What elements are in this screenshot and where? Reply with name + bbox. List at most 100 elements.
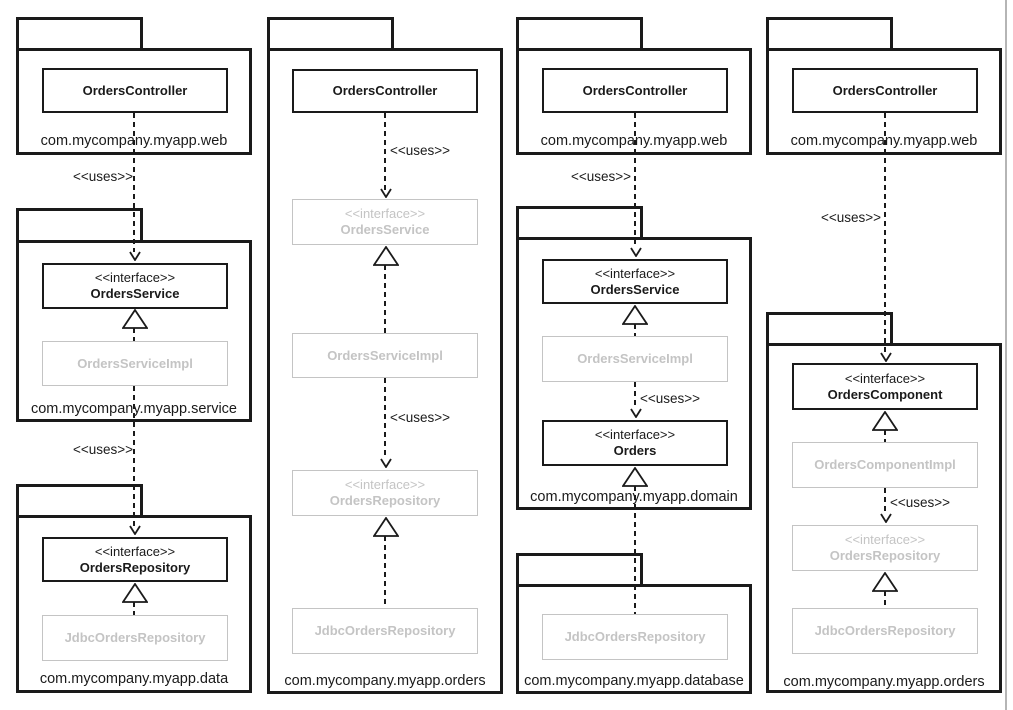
package-tab xyxy=(267,17,394,48)
interface-ordersservice: <<interface>> OrdersService xyxy=(292,199,478,245)
class-jdbcordersrepository: JdbcOrdersRepository xyxy=(542,614,728,660)
package-tab xyxy=(16,484,143,515)
class-name: JdbcOrdersRepository xyxy=(64,630,206,645)
package-tab xyxy=(766,312,893,343)
package-tab xyxy=(516,17,643,48)
interface-stereotype: <<interface>> xyxy=(844,532,926,547)
package-label: com.mycompany.myapp.database xyxy=(524,673,744,689)
interface-stereotype: <<interface>> xyxy=(344,477,426,492)
realization-dashed-line xyxy=(634,486,636,614)
package-tab xyxy=(516,553,643,584)
realization-dashed-line xyxy=(133,328,135,341)
interface-ordersservice: <<interface>> OrdersService xyxy=(42,263,228,309)
dependency-dashed-line xyxy=(384,113,386,190)
class-name: OrdersService xyxy=(590,281,680,297)
realization-triangle-icon xyxy=(872,572,898,592)
package-label: com.mycompany.myapp.orders xyxy=(284,673,486,689)
open-arrow-icon xyxy=(880,513,892,523)
realization-dashed-line xyxy=(634,324,636,336)
class-name: OrdersService xyxy=(90,286,180,301)
class-ordersserviceimpl: OrdersServiceImpl xyxy=(542,336,728,382)
class-name: OrdersController xyxy=(582,82,688,98)
realization-triangle-icon xyxy=(622,467,648,487)
package-label: com.mycompany.myapp.orders xyxy=(783,674,985,690)
interface-ordersservice: <<interface>> OrdersService xyxy=(542,259,728,304)
open-arrow-icon xyxy=(880,352,892,362)
interface-stereotype: <<interface>> xyxy=(94,270,176,285)
open-arrow-icon xyxy=(630,247,642,257)
open-arrow-icon xyxy=(129,251,141,261)
class-name: OrdersController xyxy=(332,83,438,98)
open-arrow-icon xyxy=(380,458,392,468)
interface-stereotype: <<interface>> xyxy=(94,543,176,559)
class-name: OrdersRepository xyxy=(829,548,941,563)
open-arrow-icon xyxy=(129,525,141,535)
class-ordersserviceimpl: OrdersServiceImpl xyxy=(292,333,478,378)
realization-triangle-icon xyxy=(122,309,148,329)
class-name: OrdersRepository xyxy=(79,559,191,575)
realization-dashed-line xyxy=(133,602,135,615)
interface-ordersrepository: <<interface>> OrdersRepository xyxy=(292,470,478,516)
interface-orderscomponent: <<interface>> OrdersComponent xyxy=(792,363,978,410)
interface-stereotype: <<interface>> xyxy=(594,427,676,442)
realization-dashed-line xyxy=(884,430,886,442)
realization-triangle-icon xyxy=(122,583,148,603)
class-name: JdbcOrdersRepository xyxy=(564,629,706,644)
class-name: OrdersController xyxy=(82,82,188,98)
interface-orders: <<interface>> Orders xyxy=(542,420,728,466)
package-tab xyxy=(16,208,143,240)
class-name: OrdersController xyxy=(832,82,938,98)
dependency-dashed-line xyxy=(384,378,386,459)
realization-triangle-icon xyxy=(373,517,399,537)
package-tab xyxy=(16,17,143,48)
dependency-dashed-line xyxy=(884,488,886,514)
class-orderscontroller: OrdersController xyxy=(792,68,978,113)
interface-ordersrepository: <<interface>> OrdersRepository xyxy=(42,537,228,582)
uses-label: <<uses>> xyxy=(72,442,133,457)
interface-stereotype: <<interface>> xyxy=(844,370,926,386)
class-name: OrdersServiceImpl xyxy=(577,351,693,366)
uses-label: <<uses>> xyxy=(820,210,881,225)
class-ordersserviceimpl: OrdersServiceImpl xyxy=(42,341,228,386)
class-name: OrdersRepository xyxy=(329,493,441,508)
realization-dashed-line xyxy=(884,591,886,608)
class-name: OrdersServiceImpl xyxy=(327,347,443,363)
dependency-dashed-line xyxy=(133,113,135,252)
class-name: OrdersServiceImpl xyxy=(77,355,193,371)
class-name: JdbcOrdersRepository xyxy=(814,623,956,638)
class-jdbcordersrepository: JdbcOrdersRepository xyxy=(292,608,478,654)
package-label: com.mycompany.myapp.data xyxy=(39,671,229,687)
uses-label: <<uses>> xyxy=(390,143,451,158)
open-arrow-icon xyxy=(630,408,642,418)
package-tab xyxy=(516,206,643,237)
package-tab xyxy=(766,17,893,48)
dependency-dashed-line xyxy=(884,113,886,352)
class-name: Orders xyxy=(613,443,657,458)
class-name: OrdersComponent xyxy=(827,386,943,402)
interface-ordersrepository: <<interface>> OrdersRepository xyxy=(792,525,978,571)
realization-dashed-line xyxy=(384,536,386,608)
right-border-line xyxy=(1005,0,1007,710)
open-arrow-icon xyxy=(380,188,392,198)
class-name: JdbcOrdersRepository xyxy=(314,623,456,638)
class-jdbcordersrepository: JdbcOrdersRepository xyxy=(42,615,228,661)
uses-label: <<uses>> xyxy=(890,495,951,510)
class-jdbcordersrepository: JdbcOrdersRepository xyxy=(792,608,978,654)
class-orderscontroller: OrdersController xyxy=(542,68,728,113)
dependency-dashed-line xyxy=(634,113,636,248)
uses-label: <<uses>> xyxy=(640,391,701,406)
class-orderscomponentimpl: OrdersComponentImpl xyxy=(792,442,978,488)
uses-label: <<uses>> xyxy=(570,169,631,184)
class-orderscontroller: OrdersController xyxy=(292,69,478,113)
class-orderscontroller: OrdersController xyxy=(42,68,228,113)
dependency-dashed-line xyxy=(634,382,636,409)
realization-dashed-line xyxy=(384,265,386,333)
class-name: OrdersService xyxy=(340,222,430,237)
class-name: OrdersComponentImpl xyxy=(814,457,956,472)
interface-stereotype: <<interface>> xyxy=(344,206,426,221)
realization-triangle-icon xyxy=(622,305,648,325)
interface-stereotype: <<interface>> xyxy=(594,265,676,281)
realization-triangle-icon xyxy=(373,246,399,266)
uses-label: <<uses>> xyxy=(72,169,133,184)
